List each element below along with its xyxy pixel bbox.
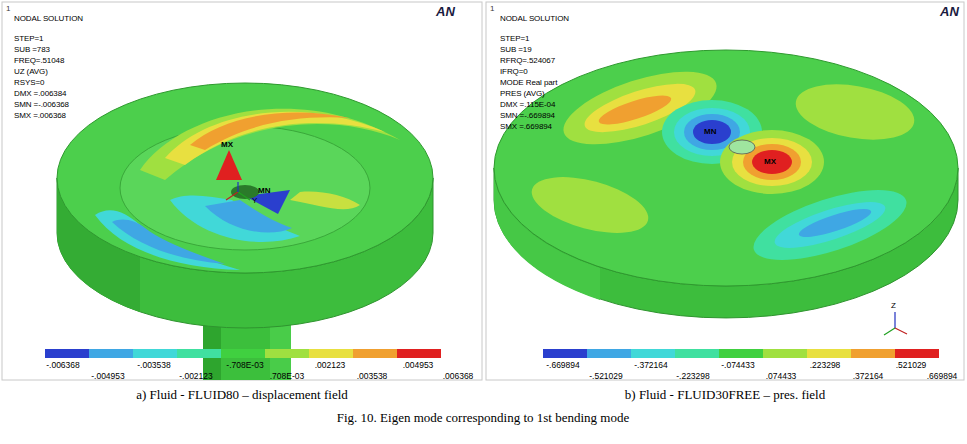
disc-top [57,83,433,273]
pressure-max [720,130,824,194]
extremum-marker: MN [704,127,716,136]
colorbar-value: .002123 [315,360,346,370]
pressure-lobe [796,204,873,243]
colorbar-value: -.521029 [589,371,623,381]
result-header: SMX =.006368 [14,111,66,120]
colorbar-value: -.708E-03 [226,360,263,370]
colorbar-value: -.372164 [634,360,668,370]
result-header: RSYS=0 [14,78,44,87]
axis-triad [226,182,250,200]
ansys-logo: AN [940,4,959,19]
mode-patch [290,192,360,210]
result-header: PRES (AVG) [500,89,545,98]
colorbar-value: -.004953 [91,371,125,381]
result-header: UZ (AVG) [14,67,48,76]
colorbar-value: .669894 [927,371,958,381]
plot-number: 1 [490,4,494,13]
axis-triad [884,312,907,335]
result-header: SMN =-.669894 [500,111,555,120]
result-header: SMN =-.006368 [14,100,69,109]
result-header: FREQ=.51048 [14,56,64,65]
pressure-lobe [526,166,654,243]
pressure-lobe [791,76,918,148]
pressure-lobe [770,193,890,257]
plot-number: 1 [6,4,10,13]
result-header: NODAL SOLUTION [14,14,83,23]
colorbar-value: -.003538 [137,360,171,370]
result-header: STEP=1 [500,34,529,43]
colorbar-value: -.223298 [676,371,710,381]
result-header: DMX =.115E-04 [500,100,555,109]
result-header: SMX =.669894 [500,122,552,131]
subfigure-caption: b) Fluid - FLUID30FREE – pres. field [625,387,825,403]
result-header: SUB =783 [14,45,50,54]
colorbar-value: -.074433 [721,360,755,370]
extremum-marker: MX [764,157,776,166]
colorbar-value: -.006368 [46,360,80,370]
colorbar-value: .004953 [403,360,434,370]
colorbar-value: .003538 [357,371,388,381]
result-header: RFRQ=.524067 [500,56,555,65]
pressure-min [693,120,731,144]
result-header: NODAL SOLUTION [500,14,569,23]
result-header: SUB =19 [500,45,532,54]
mode-crest [140,109,400,180]
ansys-logo: AN [436,4,455,19]
disc-top [494,50,958,286]
plot-frame [486,2,964,380]
extremum-marker: MX [221,140,233,149]
result-header: MODE Real part [500,78,557,87]
colorbar [543,349,939,358]
colorbar-value: .372164 [853,371,884,381]
colorbar-value: .074433 [766,371,797,381]
disc-bowl [120,126,370,250]
colorbar-value: .708E-03 [270,371,305,381]
result-header: IFRQ=0 [500,67,528,76]
mode-crest [190,112,350,150]
result-header: STEP=1 [14,34,43,43]
disc-hole [729,140,755,154]
max-region [216,150,242,180]
mode-crest [165,112,385,165]
axis-label: Y [252,196,257,205]
result-header: DMX =.006384 [14,89,66,98]
colorbar-value: .223298 [810,360,841,370]
pressure-max [752,150,792,174]
pressure-lobe [596,90,674,131]
colorbar [45,349,441,358]
colorbar-value: -.669894 [546,360,580,370]
colorbar-value: .521029 [896,360,927,370]
subfigure-caption: a) Fluid - FLUID80 – displacement field [136,387,348,403]
axis-label: Z [891,301,896,310]
figure-caption: Fig. 10. Eigen mode corresponding to 1st… [337,410,629,426]
extremum-marker: MN [258,186,270,195]
plot-frame [2,2,482,380]
colorbar-value: -.002123 [179,371,213,381]
colorbar-value: .006368 [443,371,474,381]
